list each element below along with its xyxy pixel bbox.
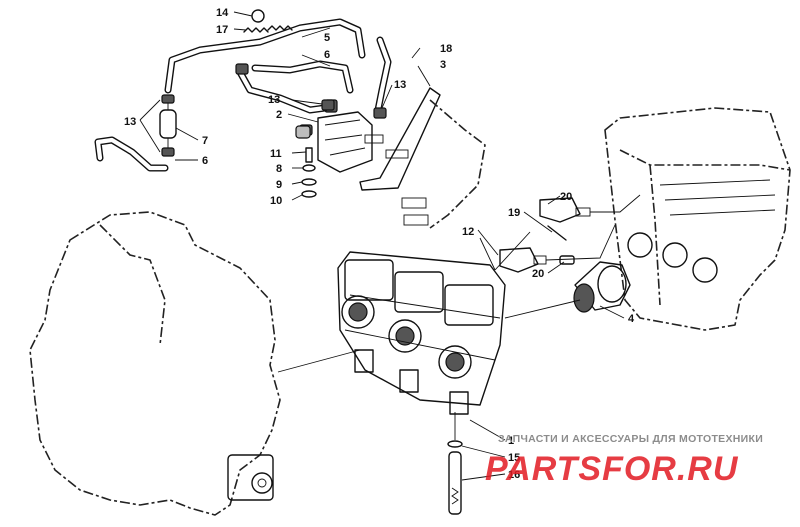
drain-tube [447,440,463,515]
hose-clamps [161,9,387,157]
throttle-sensors [479,194,641,273]
airbox-outline [604,107,791,331]
fuel-hoses [94,18,392,172]
callout-13-left: 13 [124,116,136,128]
callout-16: 16 [508,469,520,481]
callout-19: 19 [508,207,520,219]
callout-2: 2 [276,109,282,121]
callout-4: 4 [628,313,635,325]
watermark: ЗАПЧАСТИ И АКСЕССУАРЫ ДЛЯ МОТОТЕХНИКИ PA… [485,433,763,488]
bolt-and-washers [295,125,317,198]
callout-6-upper: 6 [324,49,330,61]
engine-outline [29,211,281,516]
watermark-logo: PARTSFOR.RU [485,450,739,488]
callout-17: 17 [216,24,228,36]
callout-11: 11 [270,148,282,160]
callout-10: 10 [270,195,282,207]
callout-20-lower: 20 [532,268,544,280]
callout-13-center: 13 [268,94,280,106]
callout-12: 12 [462,226,474,238]
throttle-bracket [359,87,486,229]
callout-9: 9 [276,179,282,191]
callout-14: 14 [216,7,229,19]
callout-7: 7 [202,135,208,147]
callout-5: 5 [324,32,330,44]
intake-boot [573,261,631,313]
callout-labels: 14 17 5 6 18 3 13 13 2 13 7 6 11 8 9 10 … [124,7,635,481]
callout-8: 8 [276,163,282,175]
carburetor-assembly [337,251,506,415]
callout-20-upper: 20 [560,191,572,203]
callout-6-lower: 6 [202,155,208,167]
callout-18: 18 [440,43,452,55]
watermark-tagline: ЗАПЧАСТИ И АКСЕССУАРЫ ДЛЯ МОТОТЕХНИКИ [498,433,763,445]
callout-13-right: 13 [394,79,406,91]
assembly-lines [277,299,581,440]
callout-3: 3 [440,59,446,71]
callout-1: 1 [508,435,514,447]
callout-15: 15 [508,452,520,464]
callout-leaders [139,11,625,481]
fuel-filter [159,96,177,152]
